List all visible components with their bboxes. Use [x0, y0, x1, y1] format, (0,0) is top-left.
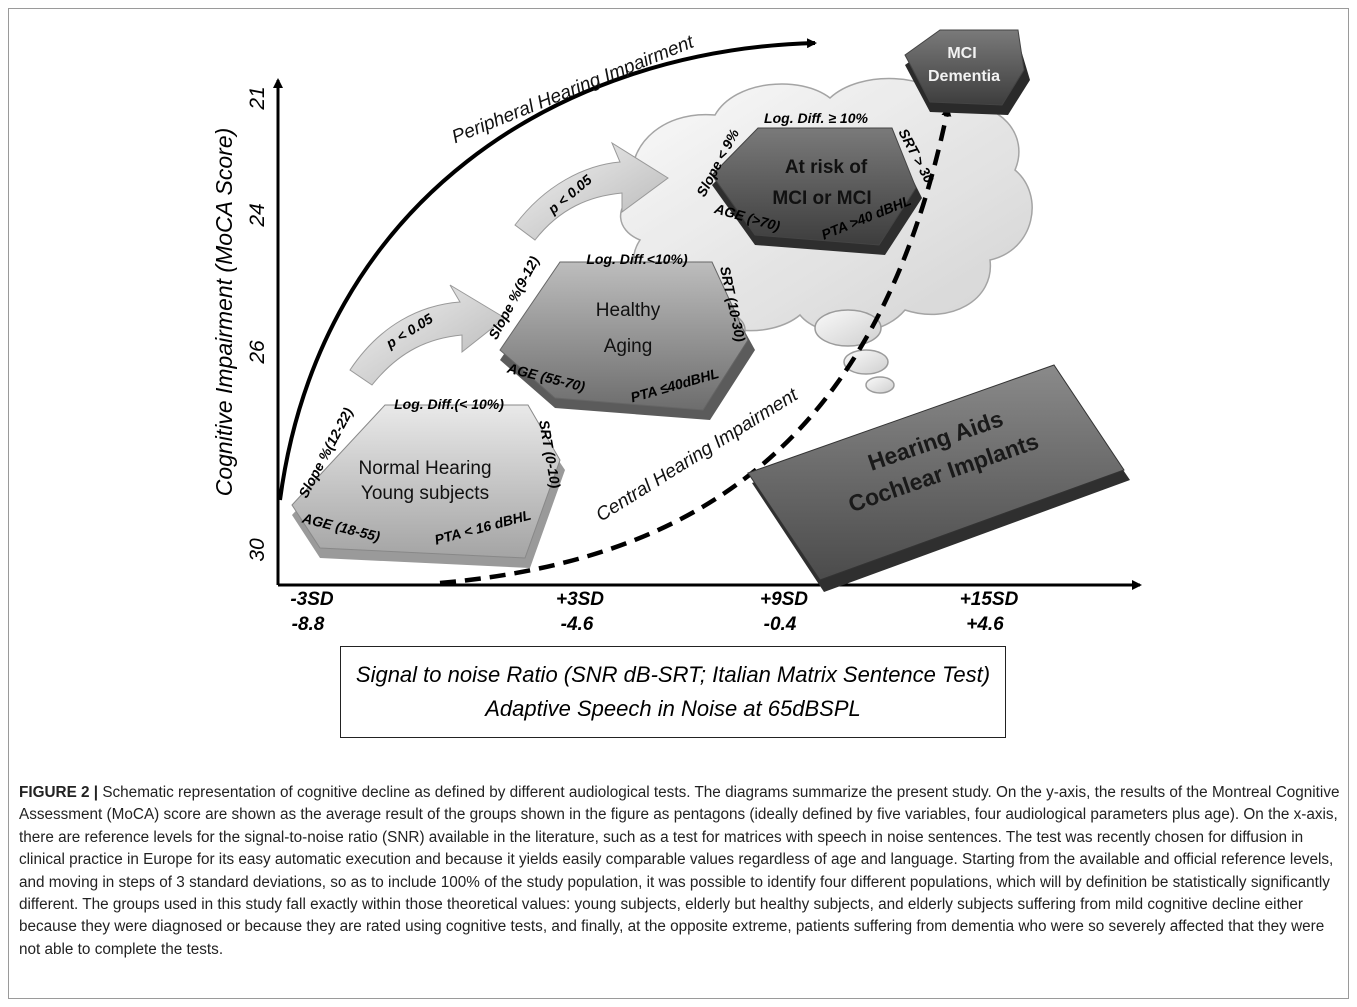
y-tick-24: 24 — [246, 203, 269, 227]
pentagon-at-risk: At risk of MCI or MCI — [711, 127, 922, 255]
peripheral-curve — [278, 38, 817, 501]
risk-line2: MCI or MCI — [772, 188, 871, 209]
x-axis-title-line1: Signal to noise Ratio (SNR dB-SRT; Itali… — [355, 662, 991, 687]
healthy-top: Log. Diff.<10%) — [586, 251, 688, 267]
x-tick-sd-3: +9SD — [760, 589, 808, 610]
x-tick-sd-2: +3SD — [556, 589, 604, 610]
y-tick-26: 26 — [246, 340, 269, 365]
x-tick-db-4: +4.6 — [966, 614, 1004, 635]
x-axis-title-line2: Adaptive Speech in Noise at 65dBSPL — [485, 696, 861, 721]
hearing-aids-slab: Hearing Aids Cochlear Implants — [747, 364, 1130, 592]
caption-text: Schematic representation of cognitive de… — [19, 784, 1340, 958]
x-tick-sd-4: +15SD — [960, 589, 1019, 610]
y-axis-label: Cognitive Impairment (MoCA Score) — [211, 128, 237, 497]
diagram: 21 24 26 30 Cognitive Impairment (MoCA S… — [211, 29, 1142, 635]
figure-frame — [8, 8, 1349, 999]
mci-line1: MCI — [947, 45, 976, 62]
normal-line1: Normal Hearing — [358, 458, 491, 479]
healthy-line2: Aging — [604, 336, 653, 357]
risk-top: Log. Diff. ≥ 10% — [764, 110, 868, 126]
pentagon-normal-hearing: Normal Hearing Young subjects — [291, 404, 565, 568]
normal-line2: Young subjects — [361, 483, 489, 504]
x-axis-title-box: Signal to noise Ratio (SNR dB-SRT; Itali… — [340, 646, 1006, 738]
risk-line1: At risk of — [785, 157, 868, 178]
significance-arrow-1: p < 0.05 — [349, 284, 506, 386]
healthy-line1: Healthy — [596, 300, 661, 321]
pentagon-healthy-aging: Healthy Aging — [499, 261, 755, 420]
x-tick-db-1: -8.8 — [292, 614, 325, 635]
normal-top: Log. Diff.(< 10%) — [394, 396, 504, 412]
figure-caption: FIGURE 2 | Schematic representation of c… — [19, 782, 1341, 961]
y-tick-21: 21 — [246, 86, 269, 110]
x-tick-db-3: -0.4 — [764, 614, 797, 635]
x-tick-sd-1: -3SD — [290, 589, 334, 610]
x-tick-db-2: -4.6 — [561, 614, 594, 635]
central-curve — [439, 106, 952, 586]
pentagon-mci-dementia: MCI Dementia — [904, 29, 1030, 115]
mci-line2: Dementia — [928, 68, 1000, 85]
y-tick-30: 30 — [246, 538, 269, 562]
figure-label: FIGURE 2 | — [19, 784, 99, 801]
